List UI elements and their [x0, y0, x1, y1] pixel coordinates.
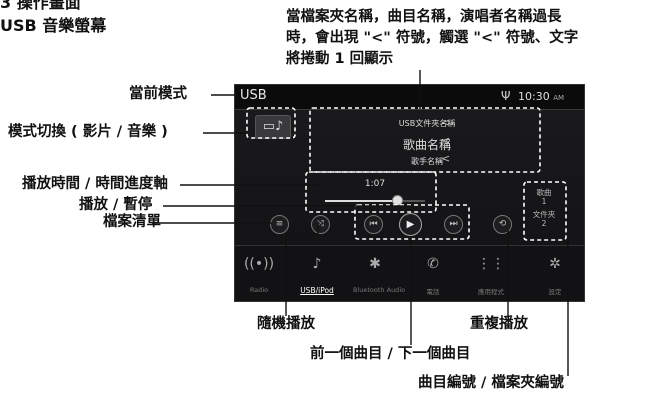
nav-item-bluetooth-audio[interactable]: ✱ Bluetooth Audio [353, 246, 406, 301]
folder-number: 2 [541, 219, 547, 228]
list-icon: ≡ [275, 219, 284, 229]
label-mode-switch: 模式切換 ( 影片 / 音樂 ) [8, 124, 168, 140]
nav-item-settings[interactable]: ✲ 設定 [533, 246, 577, 301]
scroll-folder-button[interactable]: < [441, 116, 451, 129]
bluetooth-icon: ✱ [369, 256, 381, 272]
scroll-artist-button[interactable]: < [441, 152, 451, 165]
note-line-3: 將捲動 1 回顯示 [286, 51, 394, 67]
label-track-folder-number: 曲目編號 / 檔案夾編號 [418, 375, 564, 391]
seek-bar[interactable]: 1:07 [311, 177, 439, 211]
bottom-nav: ((•)) Radio ♪ USB/iPod ✱ Bluetooth Audio… [235, 245, 584, 301]
previous-track-button[interactable]: ⏮ [364, 215, 383, 234]
song-name[interactable]: 歌曲名稱 [402, 138, 451, 152]
artist-name[interactable]: 歌手名稱 [411, 157, 443, 166]
gear-icon: ✲ [549, 256, 561, 272]
nav-item-phone[interactable]: ✆ 電話 [411, 246, 455, 301]
next-icon: ⏭ [449, 219, 458, 229]
label-repeat: 重複播放 [470, 316, 528, 332]
radio-icon: ((•)) [243, 256, 275, 272]
play-time: 1:07 [364, 179, 386, 189]
nav-label: 設定 [548, 288, 562, 296]
usb-icon: Ψ [501, 89, 511, 103]
track-info-panel: USB文件夾名稱 歌曲名稱 歌手名稱 [315, 115, 539, 171]
note-line-1: 當檔案夾名稱，曲目名稱，演唱者名稱過長 [286, 9, 562, 25]
label-play-time: 播放時間 / 時間進度軸 [22, 176, 168, 192]
shuffle-icon: ⤨ [316, 219, 325, 229]
phone-icon: ✆ [427, 256, 439, 272]
label-prev-next: 前一個曲目 / 下一個曲目 [310, 346, 471, 362]
nav-label: 電話 [426, 288, 440, 296]
nav-label: Radio [249, 286, 269, 294]
video-music-icon: ▭♪ [262, 119, 284, 134]
play-icon: ▶ [406, 219, 415, 230]
music-icon: ♪ [312, 256, 322, 272]
nav-label: 應用程式 [478, 288, 504, 296]
file-list-button[interactable]: ≡ [270, 215, 289, 234]
track-folder-number: 歌曲 1 文件夾 2 [526, 183, 562, 233]
seek-knob[interactable] [391, 195, 403, 206]
scroll-song-button[interactable]: < [441, 134, 451, 147]
status-bar: USB Ψ 10:30 AM [235, 85, 584, 110]
next-track-button[interactable]: ⏭ [444, 215, 463, 234]
mode-switch-button[interactable]: ▭♪ [255, 115, 291, 139]
section-subtitle: USB 音樂螢幕 [0, 16, 107, 35]
section-title: 3 操作畫面 [0, 0, 81, 12]
label-file-list: 檔案清單 [103, 214, 161, 230]
nav-item-usb-ipod[interactable]: ♪ USB/iPod [295, 246, 339, 301]
folder-name[interactable]: USB文件夾名稱 [398, 119, 456, 128]
nav-item-apps[interactable]: ⋮⋮ 應用程式 [469, 246, 513, 301]
play-pause-button[interactable]: ▶ [399, 213, 422, 236]
nav-label: USB/iPod [300, 286, 334, 295]
repeat-icon: ⟲ [498, 219, 507, 229]
repeat-button[interactable]: ⟲ [493, 215, 512, 234]
track-number: 1 [541, 197, 547, 206]
clock: 10:30 AM [518, 90, 565, 103]
label-shuffle: 隨機播放 [257, 316, 315, 332]
previous-icon: ⏮ [369, 219, 378, 229]
label-play-pause: 播放 / 暫停 [79, 197, 153, 213]
seek-fill [325, 200, 397, 202]
apps-icon: ⋮⋮ [477, 256, 505, 272]
current-mode-text: USB [240, 88, 267, 103]
nav-item-radio[interactable]: ((•)) Radio [237, 246, 281, 301]
shuffle-button[interactable]: ⤨ [311, 215, 330, 234]
nav-label: Bluetooth Audio [353, 286, 406, 294]
note-line-2: 時，會出現 "<" 符號，觸選 "<" 符號、文字 [286, 30, 579, 46]
head-unit-screen: USB Ψ 10:30 AM ▭♪ USB文件夾名稱 歌曲名稱 歌手名稱 < <… [234, 84, 585, 302]
label-current-mode: 當前模式 [129, 86, 187, 102]
